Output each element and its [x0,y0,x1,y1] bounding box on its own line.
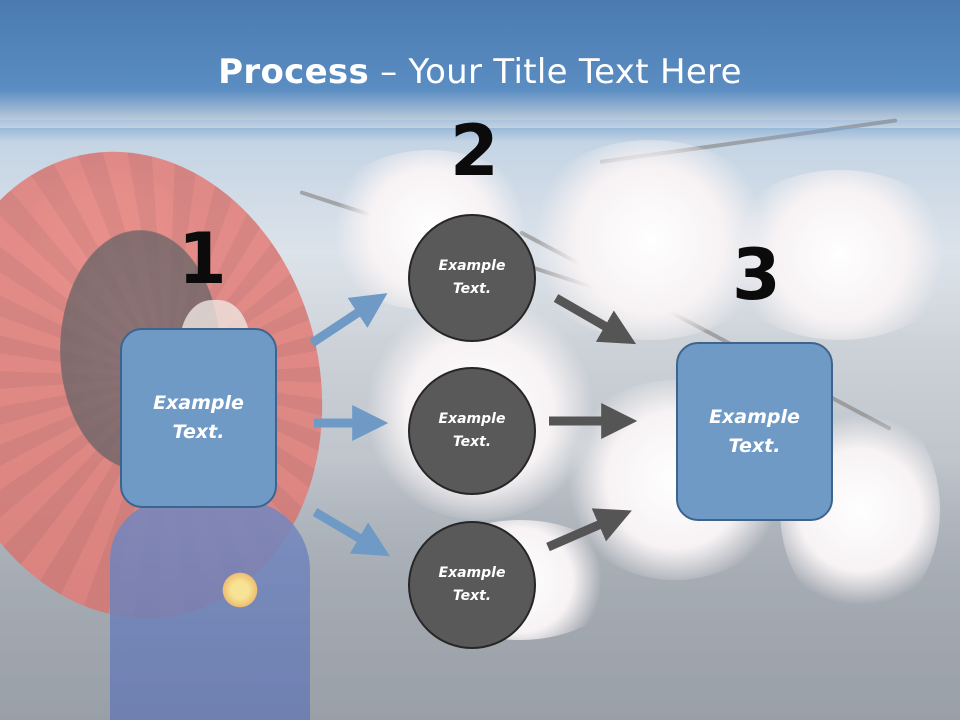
circle-label: Example Text. [438,258,506,297]
title-bold: Process [218,52,370,92]
slide-title: Process – Your Title Text Here [0,52,960,92]
step-3-label: Example Text. [709,405,800,457]
arrow-from-circle-3 [546,508,632,552]
arrow-to-circle-3 [312,508,390,557]
circle-label: Example Text. [438,411,506,450]
step-1-box[interactable]: Example Text. [120,328,277,508]
kimono-flower [220,570,260,610]
circle-label: Example Text. [438,565,506,604]
step-2-circle-middle[interactable]: Example Text. [408,367,536,495]
step-number-1: 1 [178,218,227,300]
step-number-2: 2 [450,110,499,192]
arrow-to-circle-1 [309,293,388,347]
arrow-from-circle-1 [553,294,637,345]
step-3-box[interactable]: Example Text. [676,342,833,521]
title-rest: – Your Title Text Here [369,52,742,92]
step-2-circle-top[interactable]: Example Text. [408,214,536,342]
step-1-label: Example Text. [153,392,244,443]
title-band [0,0,960,142]
blossom-cluster [720,170,960,340]
step-number-3: 3 [732,234,781,316]
step-2-circle-bottom[interactable]: Example Text. [408,521,536,649]
blue-kimono [110,500,310,720]
